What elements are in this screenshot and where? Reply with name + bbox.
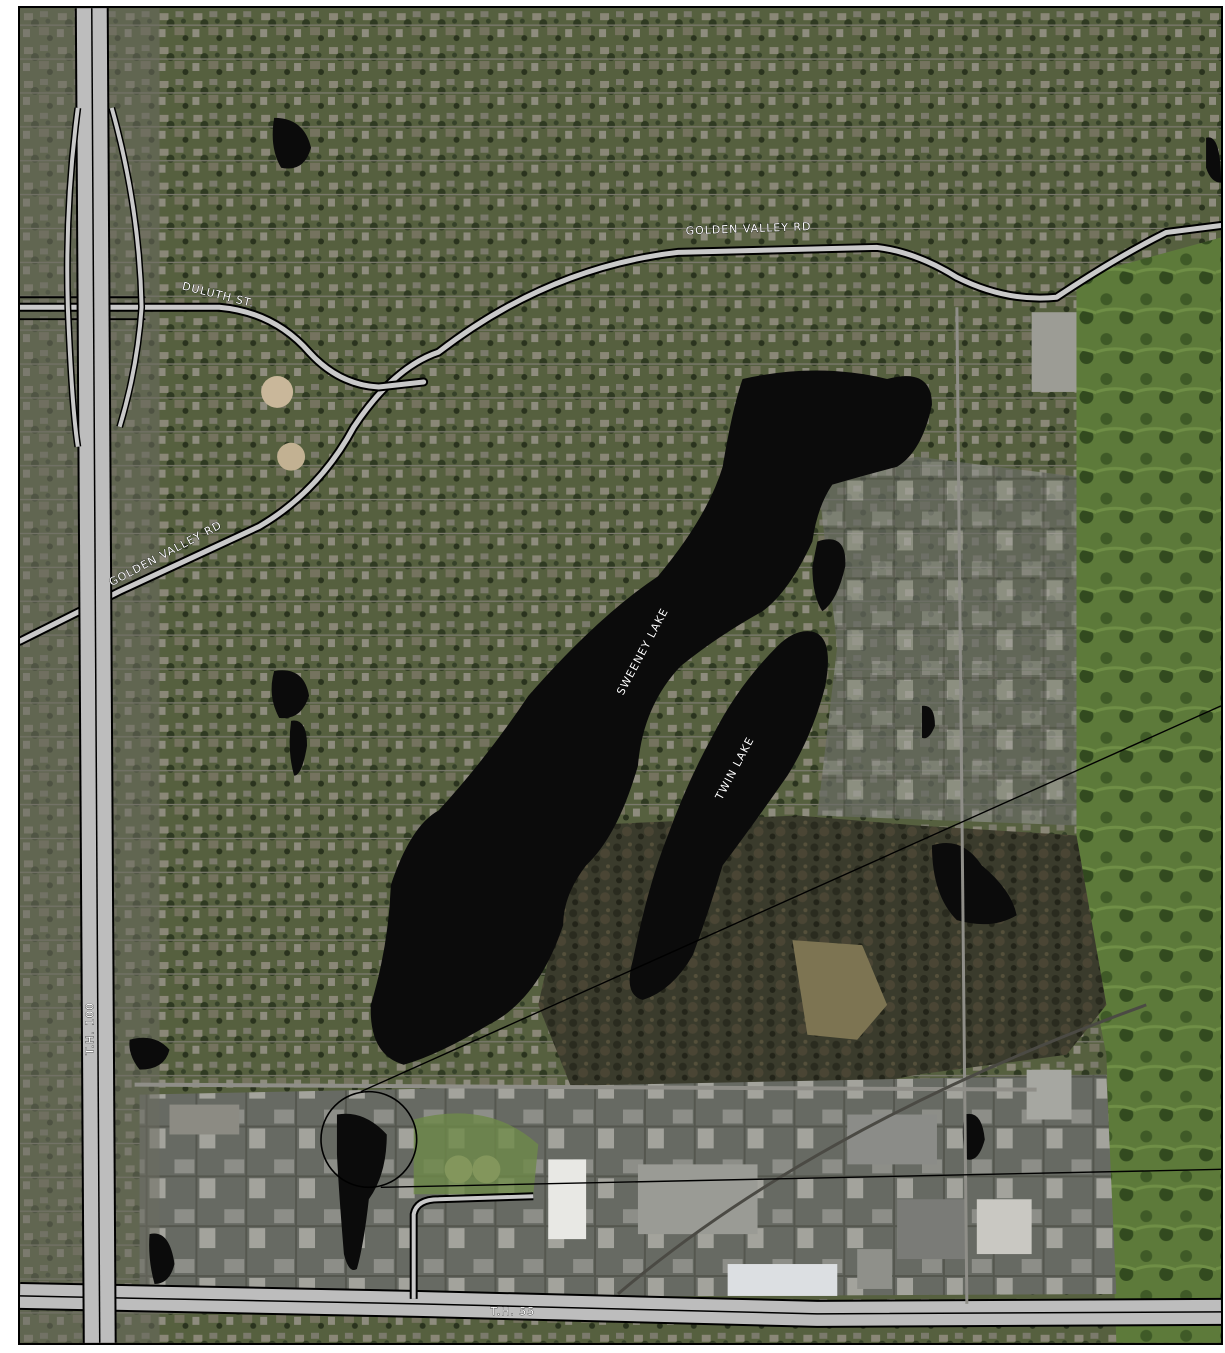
callout-leader-line (380, 1168, 1221, 1188)
parking-lot (897, 1199, 967, 1260)
ballfield (261, 375, 294, 408)
golf-course-area (1076, 237, 1221, 1343)
pond (289, 720, 308, 776)
road-golden-valley-rd (20, 221, 1221, 646)
building (857, 1249, 893, 1289)
pond (149, 1233, 175, 1284)
sweeney-lake (370, 370, 932, 1065)
label-golden-valley-rd-north: GOLDEN VALLEY RD (685, 220, 811, 237)
label-th-100: T.H. 100 (84, 1002, 97, 1056)
pond (931, 842, 1017, 925)
pond (336, 1113, 387, 1271)
pond (129, 1037, 170, 1070)
townhome-development (817, 456, 1077, 826)
building (1031, 312, 1077, 392)
building (1026, 1069, 1072, 1120)
pond (962, 1113, 985, 1160)
pond (812, 539, 846, 612)
park-field (413, 1113, 539, 1195)
twin-lake (629, 631, 828, 1000)
road-local (134, 307, 1147, 1304)
building (976, 1199, 1032, 1255)
map-canvas: GOLDEN VALLEY RD GOLDEN VALLEY RD DULUTH… (20, 8, 1221, 1343)
building (637, 1164, 758, 1235)
callout-leader-line (360, 705, 1221, 1093)
building (548, 1159, 587, 1240)
pond (272, 117, 312, 169)
road-th-100 (63, 8, 146, 1343)
detail-callout-circle[interactable] (320, 1090, 418, 1189)
building (169, 1104, 240, 1135)
label-th-55: T.H. 55 (489, 1305, 535, 1318)
parking-lot (847, 1114, 937, 1165)
building (727, 1264, 838, 1296)
pond (921, 705, 935, 739)
ballfield (277, 442, 306, 471)
pond (1206, 137, 1221, 183)
pond (271, 670, 310, 719)
commercial-district (139, 1074, 1117, 1299)
road-th-55 (20, 1281, 1221, 1328)
clearing (792, 940, 888, 1040)
aerial-map: GOLDEN VALLEY RD GOLDEN VALLEY RD DULUTH… (18, 6, 1223, 1345)
